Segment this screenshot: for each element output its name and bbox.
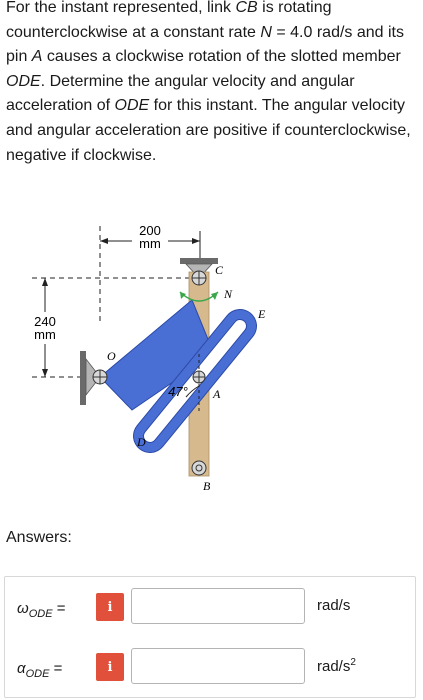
alpha-label: αODE = — [17, 660, 63, 680]
label-b: B — [203, 479, 211, 493]
omega-info-icon[interactable]: i — [96, 593, 124, 621]
omega-label: ωODE = — [17, 600, 66, 620]
label-a: A — [212, 387, 221, 401]
slotted-member-ode — [99, 299, 257, 453]
pin-b — [191, 460, 207, 476]
answers-heading: Answers: — [6, 529, 72, 546]
dim-v-value: 240 — [34, 314, 56, 329]
angle-label: 47° — [168, 384, 188, 399]
vertical-dimension: 240 mm — [32, 277, 190, 378]
omega-input[interactable] — [131, 588, 305, 624]
mechanism-figure: 200 mm 240 mm 47° — [32, 223, 266, 493]
pin-a — [192, 370, 206, 384]
label-n: N — [223, 287, 233, 301]
pin-c — [191, 270, 207, 286]
dim-h-unit: mm — [139, 236, 161, 251]
label-o: O — [107, 349, 116, 363]
dim-v-unit: mm — [34, 327, 56, 342]
answers-panel: ωODE = i rad/s αODE = i rad/s2 — [4, 576, 416, 698]
alpha-unit: rad/s2 — [317, 657, 356, 675]
dim-h-value: 200 — [139, 223, 161, 238]
label-d: D — [136, 435, 146, 449]
horizontal-dimension: 200 mm — [99, 223, 201, 324]
alpha-info-icon[interactable]: i — [96, 653, 124, 681]
label-c: C — [215, 263, 224, 277]
omega-unit: rad/s — [317, 597, 351, 614]
pin-o — [92, 369, 108, 385]
answer-row-alpha: αODE = i rad/s2 — [5, 648, 417, 688]
rotation-arrow-n — [179, 291, 219, 302]
problem-statement: For the instant represented, link CB is … — [6, 0, 411, 164]
answer-row-omega: ωODE = i rad/s — [5, 588, 417, 628]
label-e: E — [257, 307, 266, 321]
alpha-input[interactable] — [131, 648, 305, 684]
